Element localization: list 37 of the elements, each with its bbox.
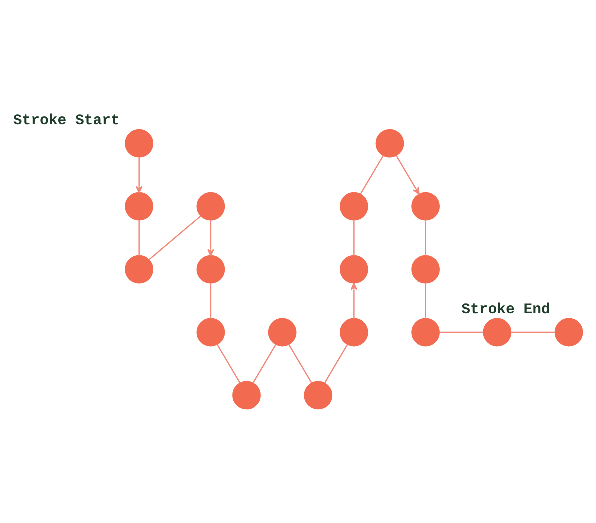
node-circle xyxy=(412,192,440,221)
connector xyxy=(425,284,426,319)
node-circle xyxy=(125,129,154,158)
node-circle xyxy=(232,381,261,410)
connector xyxy=(354,220,355,256)
connector xyxy=(252,344,277,384)
connector xyxy=(138,220,140,256)
arrow xyxy=(396,156,420,195)
connector xyxy=(440,332,484,334)
connector xyxy=(360,156,384,195)
node-circle xyxy=(376,129,404,158)
node-label: Stroke Start xyxy=(13,114,120,130)
arrow xyxy=(350,282,358,319)
connector xyxy=(216,344,241,384)
node-circle xyxy=(125,192,154,221)
node-circle xyxy=(196,255,226,284)
node-circle xyxy=(268,318,297,347)
node-circle xyxy=(412,318,440,347)
node-circle xyxy=(196,192,226,221)
arrow xyxy=(208,220,214,257)
arrow xyxy=(136,158,143,194)
node-label: Stroke End xyxy=(462,302,550,318)
node-circle xyxy=(340,192,368,221)
connector xyxy=(288,344,312,384)
connector xyxy=(425,220,426,256)
connector xyxy=(210,284,212,319)
node-circle xyxy=(483,318,512,347)
node-circle xyxy=(412,255,440,284)
node-circle xyxy=(196,318,226,347)
connector xyxy=(511,332,556,334)
node-circle xyxy=(340,255,368,284)
node-circle xyxy=(304,381,333,410)
connector xyxy=(324,344,348,384)
node-circle xyxy=(125,255,154,284)
connector xyxy=(148,216,202,260)
node-circle xyxy=(554,318,584,347)
node-circle xyxy=(340,318,368,347)
